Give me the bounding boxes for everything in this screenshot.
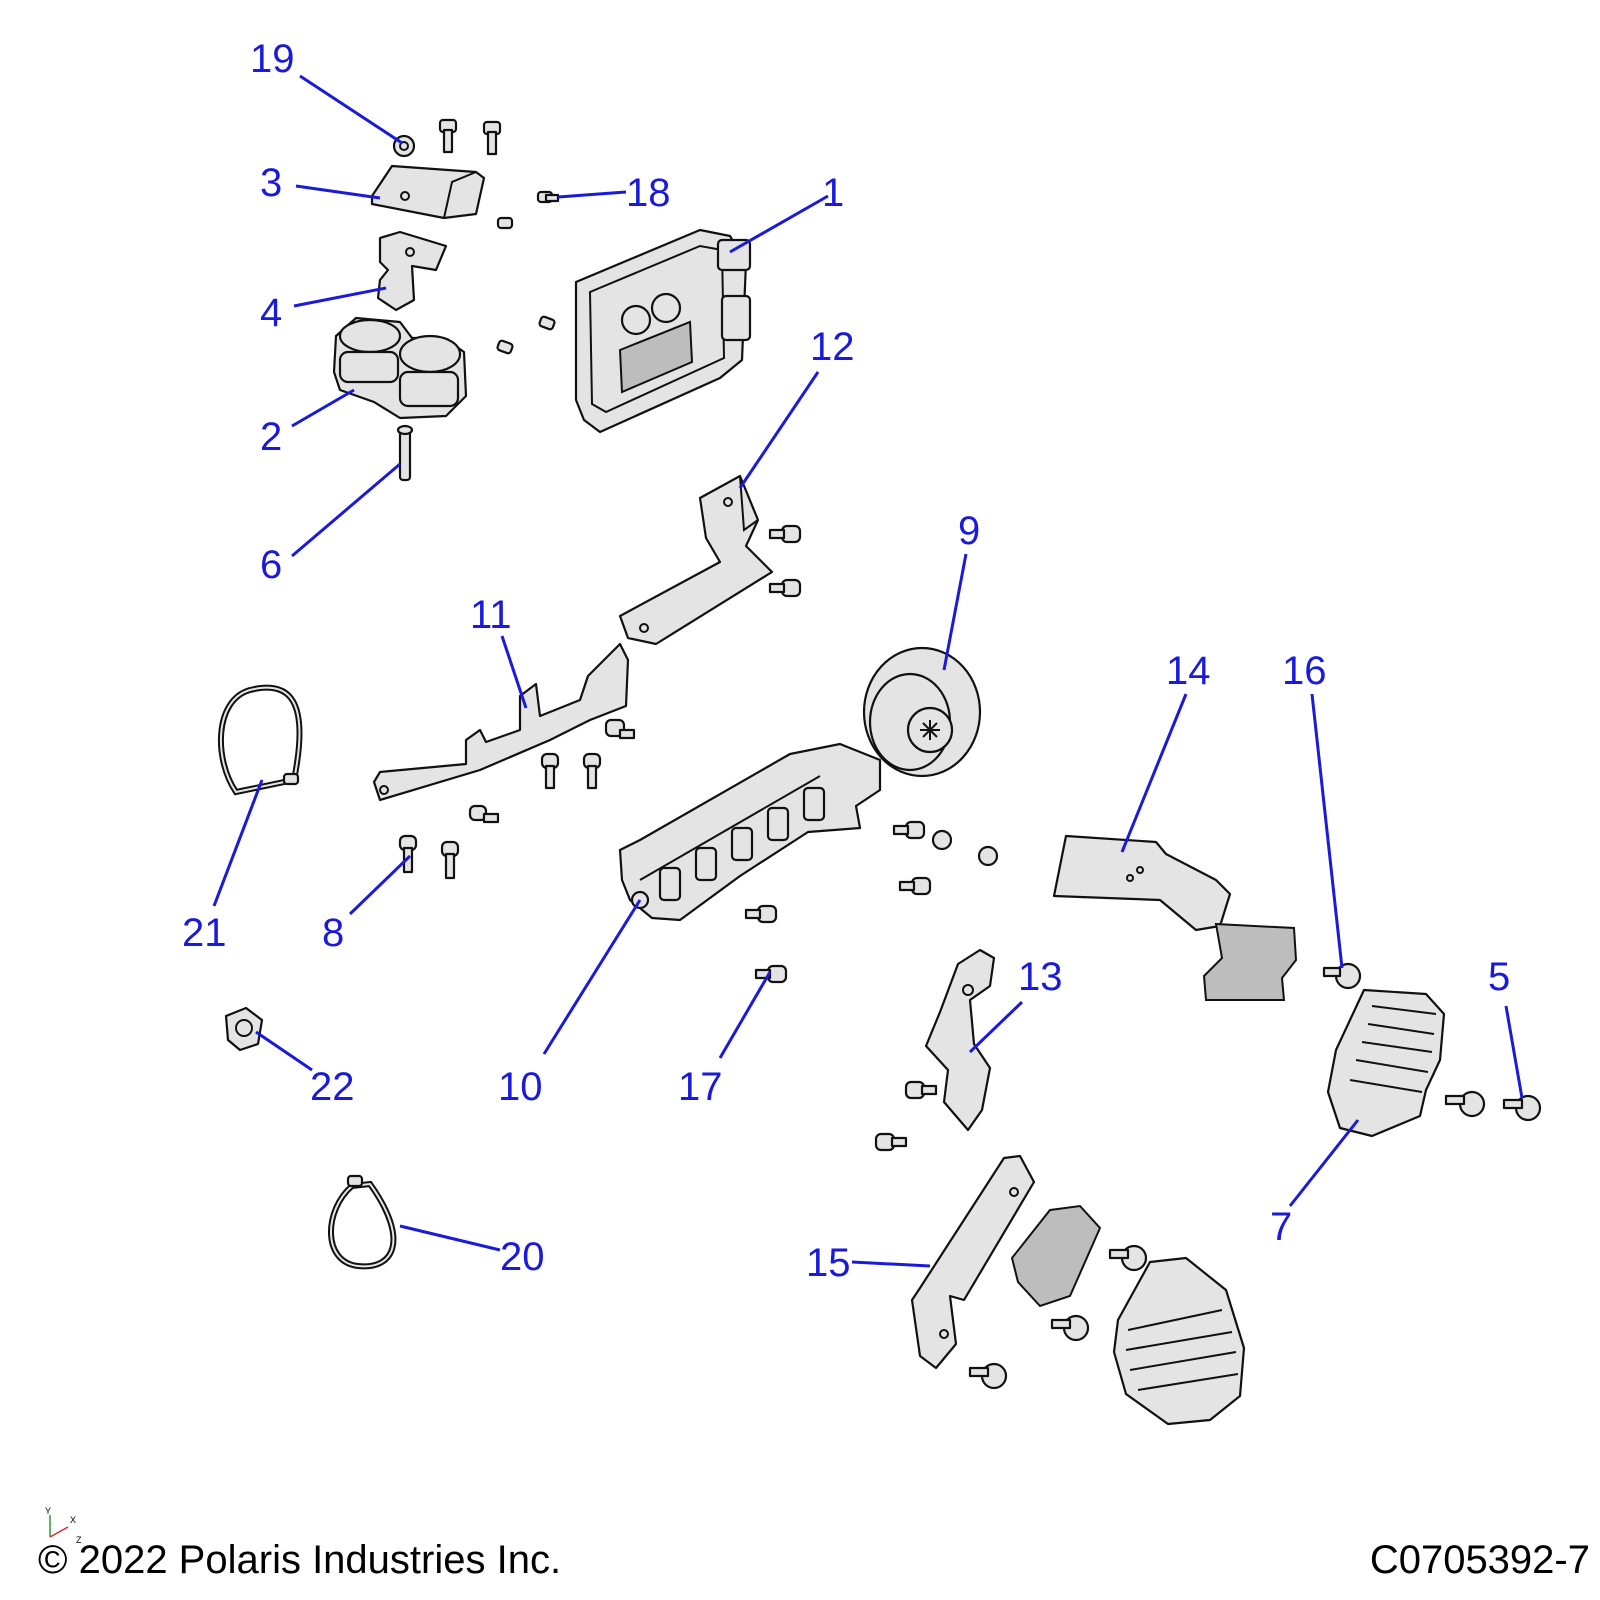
callout-6: 6: [260, 543, 282, 587]
leader-22: [255, 1030, 313, 1072]
part-10-fuse-block: [618, 742, 882, 922]
axis-triad-icon: Y X Z: [45, 1506, 82, 1545]
bracket-15-screws: [968, 1244, 1148, 1390]
leader-9: [942, 553, 968, 671]
callout-1: 1: [822, 171, 844, 215]
leader-2: [291, 388, 355, 428]
callout-22: 22: [310, 1065, 355, 1109]
leader-1: [729, 194, 829, 254]
regulator-screws: [1444, 1090, 1486, 1118]
callout-15: 15: [806, 1241, 851, 1285]
callout-21: 21: [182, 911, 227, 955]
callout-3: 3: [260, 161, 282, 205]
part-9-horn: [862, 646, 982, 778]
part-21-clamp: [217, 684, 303, 796]
leader-11: [500, 635, 528, 709]
leader-18: [557, 190, 627, 199]
part-22-clip: [224, 1006, 264, 1052]
part-5-screw: [1502, 1094, 1542, 1122]
bracket-13-screws: [874, 1080, 938, 1152]
screw-pair-top: [438, 118, 502, 156]
leader-19: [299, 74, 403, 145]
callout-12: 12: [810, 325, 855, 369]
callout-10: 10: [498, 1065, 543, 1109]
leader-14: [1120, 693, 1188, 853]
part-16-screw: [1322, 962, 1362, 990]
callout-14: 14: [1166, 649, 1211, 693]
leader-20: [399, 1224, 501, 1252]
leader-8: [348, 854, 412, 916]
drawing-number: C0705392-7: [1369, 1538, 1590, 1582]
leader-17: [718, 971, 772, 1059]
leader-lines: [212, 74, 1524, 1268]
callout-2: 2: [260, 415, 282, 459]
leader-10: [542, 899, 642, 1055]
callout-11: 11: [470, 593, 512, 637]
copyright-notice: © 2022 Polaris Industries Inc.: [38, 1538, 562, 1582]
callout-13: 13: [1018, 955, 1063, 999]
regulator-lower: [1112, 1256, 1246, 1426]
leader-4: [293, 286, 387, 308]
insulator-pad: [1202, 922, 1298, 1001]
part-11-bracket: [372, 642, 630, 802]
callout-4: 4: [260, 291, 282, 335]
leader-3: [295, 184, 381, 200]
leader-6: [291, 462, 401, 558]
axis-y-label: Y: [45, 1506, 51, 1516]
axis-x-label: X: [70, 1515, 76, 1525]
leader-16: [1310, 693, 1344, 969]
callout-20: 20: [500, 1235, 545, 1279]
part-7-regulator: [1326, 988, 1446, 1138]
part-12-bracket: [618, 474, 774, 646]
part-13-bracket: [924, 948, 996, 1132]
insulator-pad-lower: [1010, 1204, 1102, 1308]
leader-13: [968, 1000, 1024, 1054]
leader-7: [1288, 1119, 1360, 1207]
axis-z-label: Z: [76, 1535, 82, 1545]
part-20-clamp: [328, 1174, 397, 1270]
ecu-screws: [496, 315, 556, 355]
small-screw: [496, 216, 514, 230]
callout-labels: 19 3 18 1 4 2 6 12 11 9 14 16 21 8 13 5 …: [182, 37, 1510, 1285]
part-18-screw: [536, 190, 560, 204]
part-14-bracket: [1052, 834, 1232, 932]
leader-12: [738, 371, 820, 489]
bracket-11-screws: [468, 718, 636, 824]
callout-8: 8: [322, 911, 344, 955]
leader-15: [851, 1260, 931, 1268]
part-1-ecu: [574, 228, 752, 434]
callout-17: 17: [678, 1065, 723, 1109]
callout-5: 5: [1488, 955, 1510, 999]
part-2-coil: [332, 316, 468, 420]
fuse-block-screws: [744, 820, 999, 924]
part-4-clip: [376, 230, 448, 312]
leader-5: [1504, 1005, 1524, 1099]
part-6-bolt: [396, 424, 414, 482]
part-3-bracket: [370, 164, 486, 220]
part-17-screw: [754, 964, 788, 984]
bracket-12-screws: [768, 524, 802, 598]
callout-9: 9: [958, 509, 980, 553]
callout-18: 18: [626, 171, 671, 215]
callout-16: 16: [1282, 649, 1327, 693]
leader-21: [212, 779, 264, 907]
part-15-bracket: [910, 1154, 1036, 1370]
callout-7: 7: [1270, 1205, 1292, 1249]
callout-19: 19: [250, 37, 295, 81]
